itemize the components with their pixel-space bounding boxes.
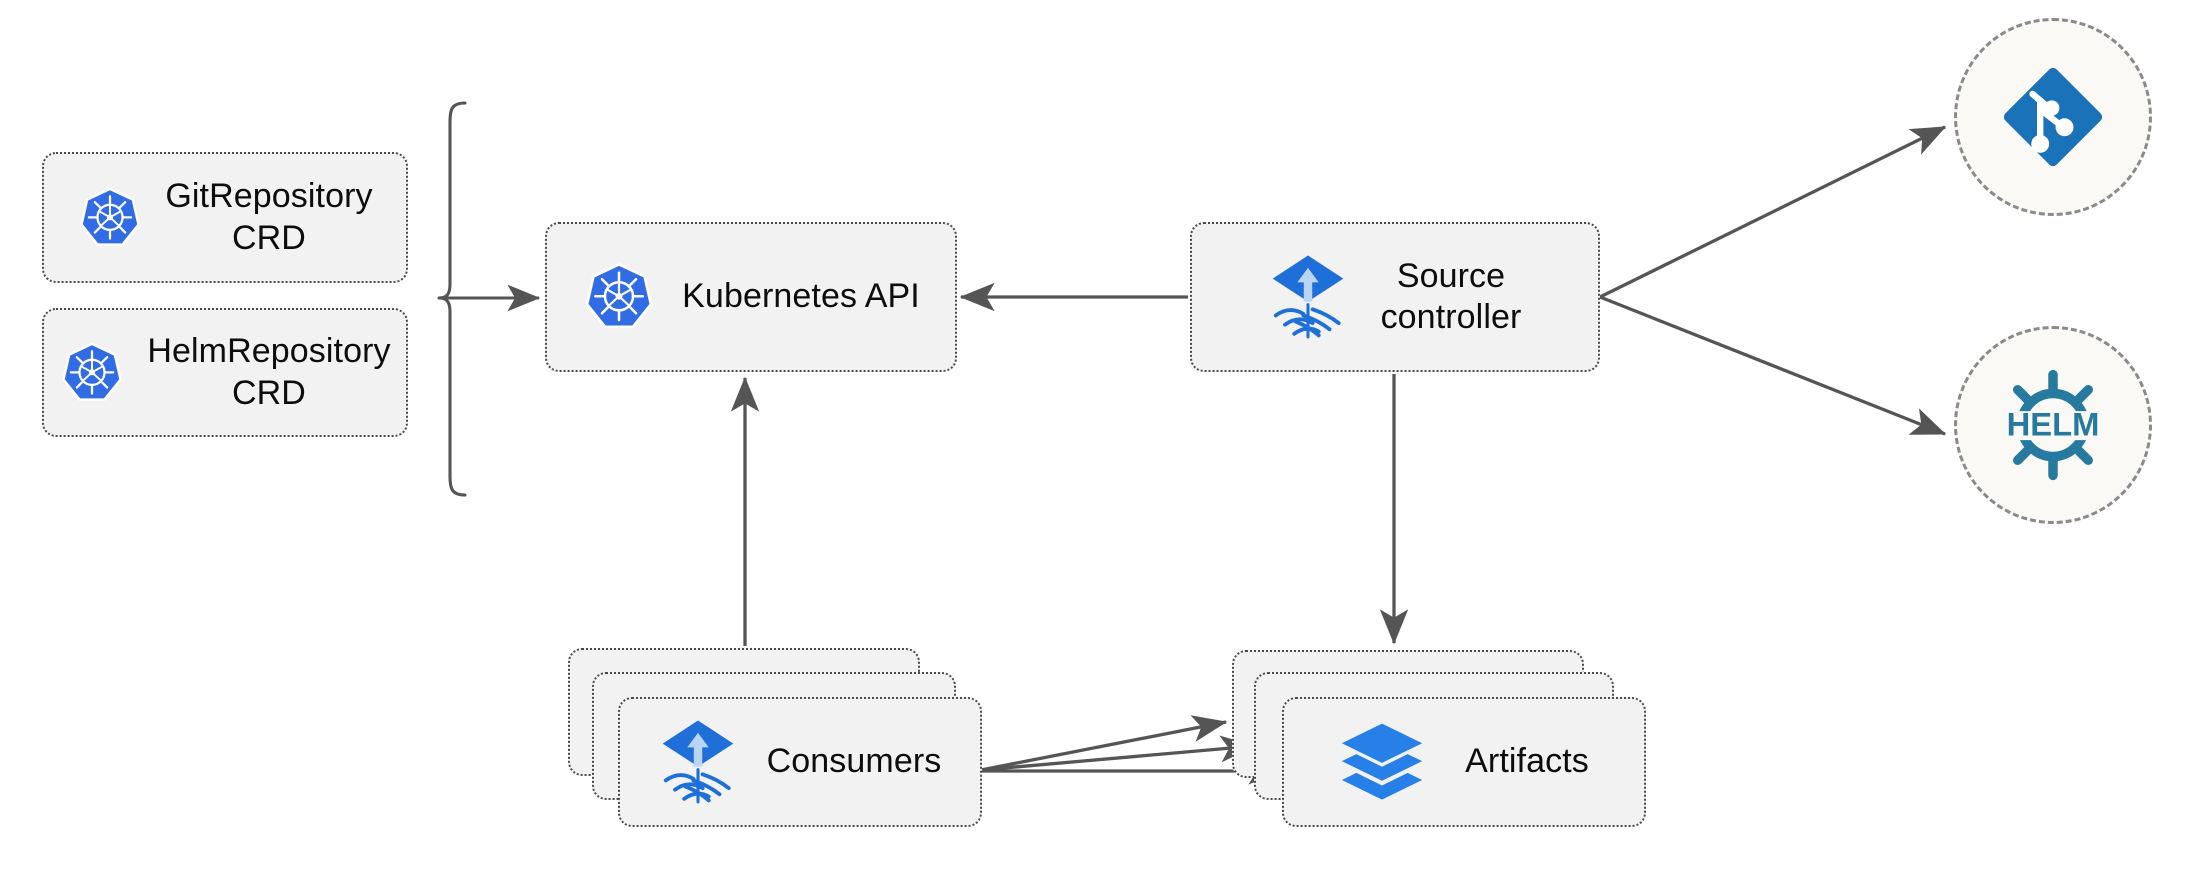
git-icon [1989,53,2117,181]
node-gitrepository-crd[interactable]: GitRepository CRD [42,152,408,283]
kubernetes-icon [582,260,656,334]
edge-consumers-to-artifacts-back [980,715,1228,772]
kubernetes-icon [77,185,143,251]
node-label: Consumers [766,742,942,781]
node-label: GitRepository CRD [165,177,373,257]
flux-source-icon [1269,254,1347,340]
endpoint-helm[interactable]: HELM [1954,326,2152,524]
kubernetes-icon [59,340,125,406]
edge-source-controller-to-helm [1599,295,1947,436]
node-artifacts[interactable]: Artifacts [1282,697,1646,827]
crd-group-brace [437,101,467,497]
node-kubernetes-api[interactable]: Kubernetes API [545,222,957,372]
node-label: HelmRepository CRD [147,332,391,412]
helm-icon: HELM [1990,362,2116,488]
flux-source-icon [659,719,737,805]
node-label: Source controller [1380,256,1522,336]
node-consumers[interactable]: Consumers [618,697,982,827]
node-helmrepository-crd[interactable]: HelmRepository CRD [42,308,408,437]
node-label: Kubernetes API [682,277,920,316]
helm-wordmark: HELM [2007,406,2100,443]
node-label: Artifacts [1465,742,1589,781]
layers-icon [1339,721,1425,803]
edge-source-controller-to-git [1599,125,1947,299]
node-source-controller[interactable]: Source controller [1190,222,1600,372]
edge-consumers-to-artifacts-mid [980,735,1256,772]
endpoint-git[interactable] [1954,18,2152,216]
